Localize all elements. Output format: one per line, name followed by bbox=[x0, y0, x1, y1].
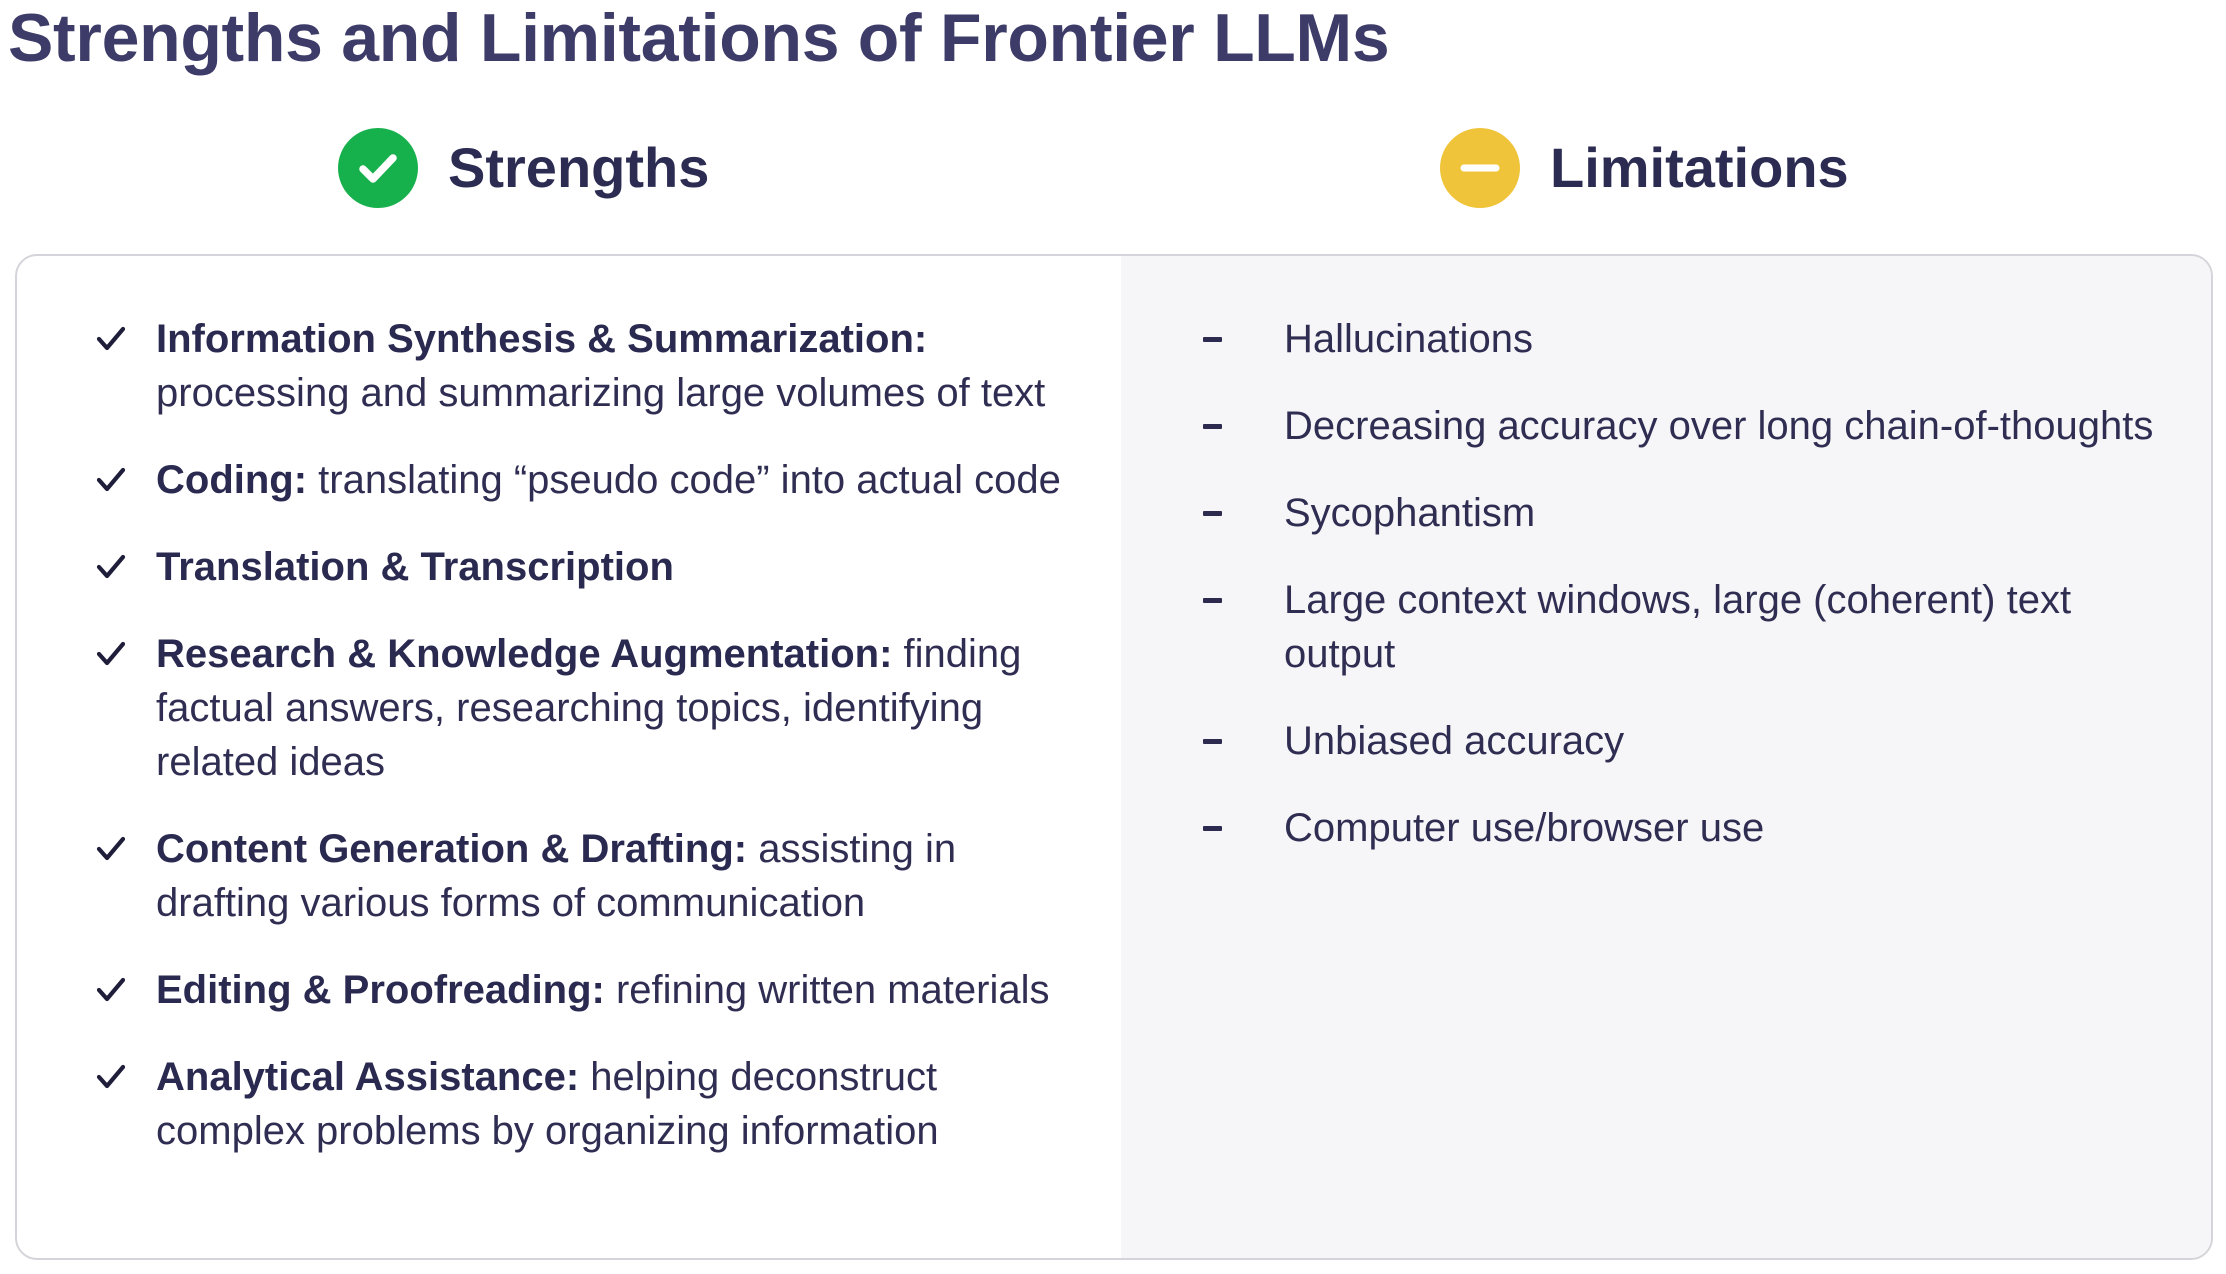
strengths-list: Information Synthesis & Summarization: p… bbox=[77, 312, 1087, 1191]
limitations-header: Limitations bbox=[1440, 126, 1849, 210]
limitation-item: Computer use/browser use bbox=[1192, 801, 2172, 855]
dash-icon bbox=[1192, 312, 1232, 366]
strength-description: assisting in drafting various forms of c… bbox=[156, 827, 957, 925]
limitations-panel-background bbox=[1121, 256, 2211, 1258]
checkmark-icon bbox=[91, 312, 131, 366]
strengths-label: Strengths bbox=[448, 136, 710, 199]
limitation-item: Large context windows, large (coherent) … bbox=[1192, 573, 2172, 681]
dash-icon bbox=[1192, 399, 1232, 453]
strength-item: Translation & Transcription bbox=[77, 540, 1087, 594]
strength-title: Editing & Proofreading: bbox=[156, 968, 605, 1012]
strength-title: Translation & Transcription bbox=[156, 545, 674, 589]
minus-circle-icon bbox=[1440, 128, 1520, 208]
limitation-text: Hallucinations bbox=[1284, 317, 1534, 361]
limitations-list: Hallucinations Decreasing accuracy over … bbox=[1192, 312, 2172, 888]
limitation-item: Hallucinations bbox=[1192, 312, 2172, 366]
strength-description: refining written materials bbox=[604, 968, 1050, 1012]
comparison-panel: Information Synthesis & Summarization: p… bbox=[15, 254, 2213, 1260]
dash-icon bbox=[1192, 573, 1232, 627]
strength-title: Content Generation & Drafting: bbox=[156, 827, 748, 871]
strength-item: Content Generation & Drafting: assisting… bbox=[77, 822, 1087, 930]
strength-item: Analytical Assistance: helping deconstru… bbox=[77, 1050, 1087, 1158]
strength-title: Research & Knowledge Augmentation: bbox=[156, 632, 893, 676]
dash-icon bbox=[1192, 801, 1232, 855]
strength-description: translating “pseudo code” into actual co… bbox=[307, 458, 1061, 502]
strength-item: Research & Knowledge Augmentation: findi… bbox=[77, 627, 1087, 789]
strength-description: processing and summarizing large volumes… bbox=[156, 371, 1046, 415]
page-title: Strengths and Limitations of Frontier LL… bbox=[8, 0, 1390, 76]
limitation-text: Decreasing accuracy over long chain-of-t… bbox=[1284, 404, 2154, 448]
strength-title: Information Synthesis & Summarization: bbox=[156, 317, 928, 361]
checkmark-icon bbox=[91, 1050, 131, 1104]
strength-description: finding factual answers, researching top… bbox=[156, 632, 1022, 784]
strength-item: Editing & Proofreading: refining written… bbox=[77, 963, 1087, 1017]
strength-title: Analytical Assistance: bbox=[156, 1055, 580, 1099]
check-circle-icon bbox=[338, 128, 418, 208]
checkmark-icon bbox=[91, 822, 131, 876]
limitation-item: Sycophantism bbox=[1192, 486, 2172, 540]
checkmark-icon bbox=[91, 453, 131, 507]
strengths-header: Strengths bbox=[338, 126, 709, 210]
limitation-item: Unbiased accuracy bbox=[1192, 714, 2172, 768]
limitation-text: Large context windows, large (coherent) … bbox=[1284, 578, 2072, 676]
checkmark-icon bbox=[91, 963, 131, 1017]
strength-item: Information Synthesis & Summarization: p… bbox=[77, 312, 1087, 420]
dash-icon bbox=[1192, 486, 1232, 540]
limitation-text: Computer use/browser use bbox=[1284, 806, 1765, 850]
checkmark-icon bbox=[91, 627, 131, 681]
limitation-text: Unbiased accuracy bbox=[1284, 719, 1625, 763]
limitations-label: Limitations bbox=[1550, 136, 1849, 199]
strength-description: helping deconstruct complex problems by … bbox=[156, 1055, 939, 1153]
dash-icon bbox=[1192, 714, 1232, 768]
strength-item: Coding: translating “pseudo code” into a… bbox=[77, 453, 1087, 507]
strength-title: Coding: bbox=[156, 458, 308, 502]
limitation-text: Sycophantism bbox=[1284, 491, 1536, 535]
checkmark-icon bbox=[91, 540, 131, 594]
limitation-item: Decreasing accuracy over long chain-of-t… bbox=[1192, 399, 2172, 453]
